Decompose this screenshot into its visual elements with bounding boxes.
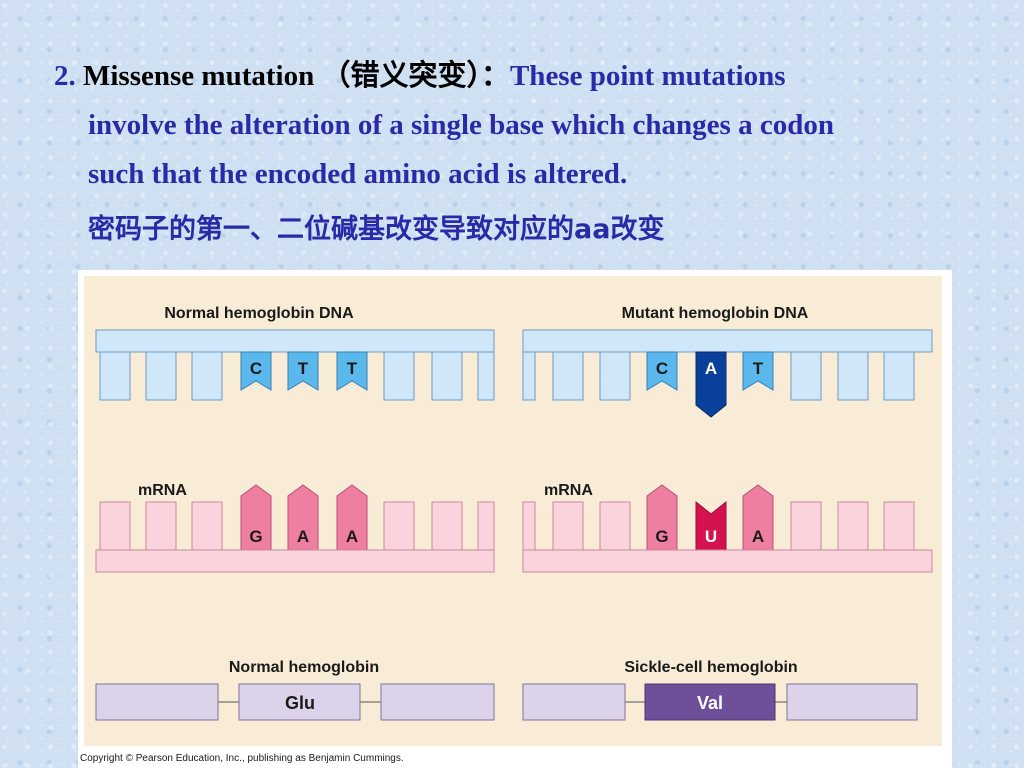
amino-acid <box>522 683 626 721</box>
missense-mutation-figure: Normal hemoglobin DNA Mutant hemoglobin … <box>78 270 952 768</box>
mutant-protein-label: Sickle-cell hemoglobin <box>624 659 797 676</box>
normal-amino-acid: Glu <box>285 693 315 713</box>
mrna-base <box>477 501 495 551</box>
dna-base <box>837 351 869 401</box>
normal-protein-label: Normal hemoglobin <box>229 659 379 676</box>
mutant-dna-base-1: C <box>656 359 668 378</box>
mutant-mrna-label: mRNA <box>544 482 593 499</box>
dna-base <box>599 351 631 401</box>
amino-acid-mutant-site <box>644 683 776 721</box>
definition-part-3: such that the encoded amino acid is alte… <box>88 158 628 190</box>
amino-acid <box>786 683 918 721</box>
dna-base-highlight <box>336 351 368 391</box>
mutant-mrna-base-2: U <box>705 527 717 546</box>
mrna-base <box>191 501 223 551</box>
dna-base <box>552 351 584 401</box>
mrna-base <box>790 501 822 551</box>
normal-dna-base-3: T <box>347 359 358 378</box>
mrna-base <box>837 501 869 551</box>
normal-mrna-backbone <box>95 549 495 573</box>
normal-dna-label: Normal hemoglobin DNA <box>164 305 354 322</box>
mrna-base <box>431 501 463 551</box>
mutant-amino-acid: Val <box>697 693 723 713</box>
amino-acid-normal-site <box>238 683 361 721</box>
dna-base <box>191 351 223 401</box>
amino-acid <box>95 683 219 721</box>
dna-base-highlight <box>742 351 774 391</box>
mrna-base <box>145 501 177 551</box>
mrna-base <box>99 501 131 551</box>
normal-mrna-base-2: A <box>297 527 309 546</box>
term: Missense mutation <box>83 60 315 92</box>
mutant-mrna-backbone <box>522 549 933 573</box>
mrna-base <box>383 501 415 551</box>
dna-base <box>477 351 495 401</box>
dna-base-highlight <box>240 351 272 391</box>
normal-mrna-base-1: G <box>249 527 262 546</box>
dna-base <box>145 351 177 401</box>
mutant-dna-label: Mutant hemoglobin DNA <box>622 305 809 322</box>
amino-acid <box>380 683 495 721</box>
section-number: 2. <box>54 60 76 92</box>
dna-base <box>790 351 822 401</box>
dna-base <box>383 351 415 401</box>
normal-mrna-label: mRNA <box>138 482 187 499</box>
mrna-base <box>883 501 915 551</box>
mrna-base <box>522 501 536 551</box>
dna-base-highlight <box>287 351 319 391</box>
normal-mrna-base-3: A <box>346 527 358 546</box>
definition-part-1: These point mutations <box>509 60 786 92</box>
normal-dna-backbone <box>95 329 495 353</box>
dna-base <box>431 351 463 401</box>
mrna-base <box>552 501 584 551</box>
dna-base-mutant <box>695 351 727 418</box>
dna-base <box>99 351 131 401</box>
dna-base <box>522 351 536 401</box>
copyright-notice: Copyright © Pearson Education, Inc., pub… <box>80 753 404 764</box>
mrna-base <box>599 501 631 551</box>
mutant-dna-backbone <box>522 329 933 353</box>
mutant-mrna-base-3: A <box>752 527 764 546</box>
mutant-mrna-base-1: G <box>655 527 668 546</box>
definition-part-2: involve the alteration of a single base … <box>88 109 834 141</box>
term-chinese: （错义突变）： <box>321 60 510 92</box>
heading-line-1: 2. Missense mutation （错义突变）：These point … <box>54 52 984 101</box>
chinese-note: 密码子的第一、二位碱基改变导致对应的aa改变 <box>88 214 665 245</box>
mutant-dna-base-3: T <box>753 359 764 378</box>
dna-base-highlight <box>646 351 678 391</box>
mutant-dna-base-2: A <box>705 359 717 378</box>
normal-dna-base-2: T <box>298 359 309 378</box>
normal-dna-base-1: C <box>250 359 262 378</box>
text-block: 2. Missense mutation （错义突变）：These point … <box>54 52 984 254</box>
dna-base <box>883 351 915 401</box>
